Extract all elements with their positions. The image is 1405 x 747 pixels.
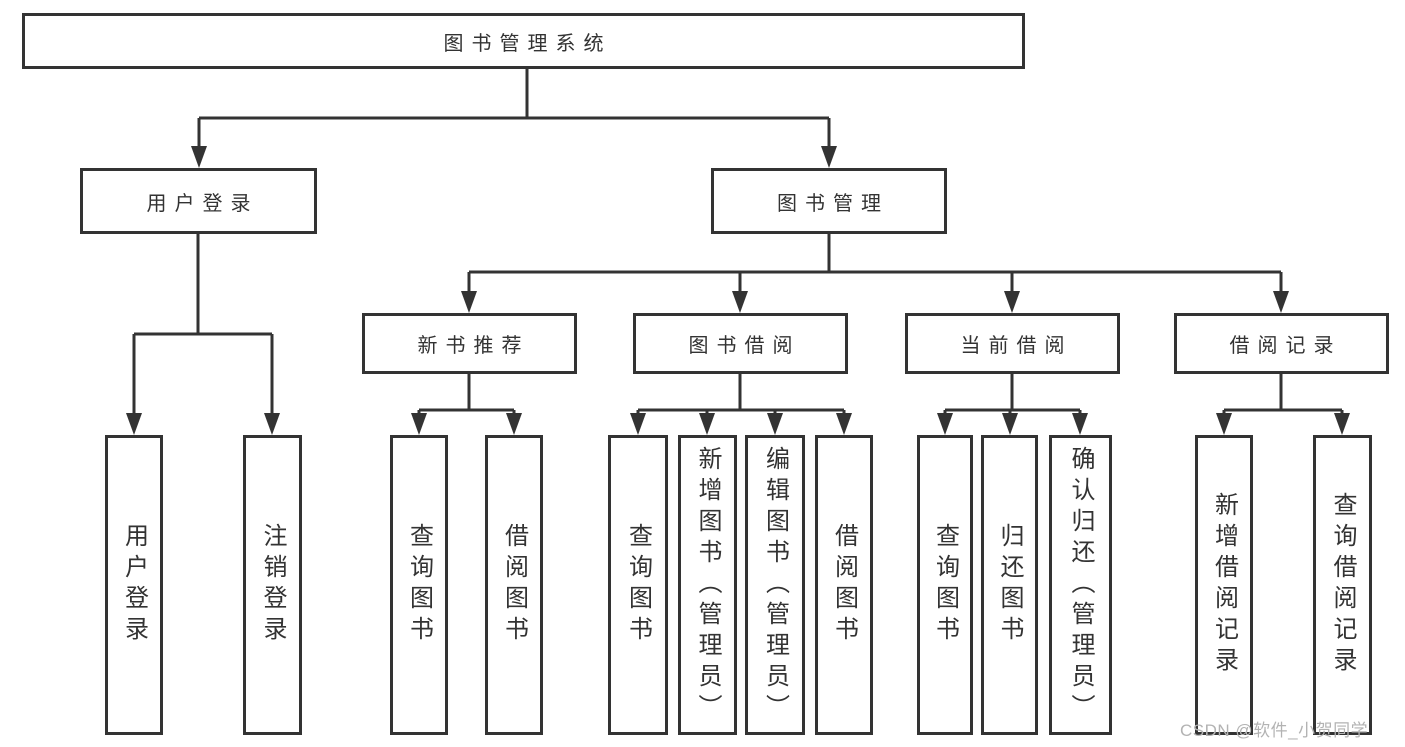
node-current-borrow-label: 当前借阅 bbox=[960, 335, 1073, 357]
leaf-recommend-borrow-books: 借阅图书 bbox=[485, 435, 543, 735]
connector-new-book-recommend bbox=[417, 374, 516, 416]
leaf-borrow-add-books-admin-label: 新增图书（管理员） bbox=[694, 445, 721, 725]
leaf-user-login: 用户登录 bbox=[105, 435, 163, 735]
leaf-current-return-books-label: 归还图书 bbox=[996, 523, 1023, 647]
leaf-borrow-borrow-books-label: 借阅图书 bbox=[830, 523, 858, 647]
arrowheads-book-borrow bbox=[630, 413, 852, 435]
connector-root bbox=[197, 68, 831, 148]
leaf-borrow-borrow-books: 借阅图书 bbox=[815, 435, 873, 735]
leaf-records-query-record-label: 查询借阅记录 bbox=[1329, 492, 1356, 678]
leaf-logout-label: 注销登录 bbox=[259, 523, 286, 647]
connector-borrow-records bbox=[1222, 374, 1344, 416]
connector-book-borrow bbox=[636, 374, 846, 416]
node-book-borrow-label: 图书借阅 bbox=[688, 335, 801, 357]
node-book-borrow: 图书借阅 bbox=[633, 313, 848, 374]
leaf-borrow-edit-books-admin: 编辑图书（管理员） bbox=[745, 435, 805, 735]
leaf-borrow-add-books-admin: 新增图书（管理员） bbox=[678, 435, 737, 735]
leaf-current-confirm-return-admin: 确认归还（管理员） bbox=[1049, 435, 1112, 735]
leaf-recommend-query-books: 查询图书 bbox=[390, 435, 448, 735]
leaf-borrow-query-books-label: 查询图书 bbox=[624, 523, 652, 647]
arrowheads-book-management bbox=[461, 291, 1289, 313]
leaf-recommend-query-books-label: 查询图书 bbox=[405, 523, 433, 647]
leaf-borrow-query-books: 查询图书 bbox=[608, 435, 668, 735]
leaf-user-login-label: 用户登录 bbox=[120, 523, 148, 647]
leaf-records-add-record-label: 新增借阅记录 bbox=[1210, 492, 1238, 678]
node-borrow-records-label: 借阅记录 bbox=[1229, 335, 1342, 357]
leaf-current-query-books: 查询图书 bbox=[917, 435, 973, 735]
node-current-borrow: 当前借阅 bbox=[905, 313, 1120, 374]
leaf-current-return-books: 归还图书 bbox=[981, 435, 1038, 735]
node-new-book-recommend: 新书推荐 bbox=[362, 313, 577, 374]
leaf-records-add-record: 新增借阅记录 bbox=[1195, 435, 1253, 735]
arrowheads-new-book-recommend bbox=[411, 413, 522, 435]
arrowheads-borrow-records bbox=[1216, 413, 1350, 435]
node-new-book-recommend-label: 新书推荐 bbox=[417, 335, 530, 357]
leaf-logout: 注销登录 bbox=[243, 435, 302, 735]
connector-current-borrow bbox=[943, 374, 1082, 416]
leaf-current-query-books-label: 查询图书 bbox=[931, 523, 959, 647]
leaf-records-query-record: 查询借阅记录 bbox=[1313, 435, 1372, 735]
connector-user-login bbox=[132, 234, 274, 416]
node-book-management: 图书管理 bbox=[711, 168, 947, 234]
arrowheads-current-borrow bbox=[937, 413, 1088, 435]
node-borrow-records: 借阅记录 bbox=[1174, 313, 1389, 374]
leaf-recommend-borrow-books-label: 借阅图书 bbox=[500, 523, 528, 647]
arrowheads-user-login bbox=[126, 413, 280, 435]
node-book-management-label: 图书管理 bbox=[777, 192, 889, 215]
node-root-label: 图书管理系统 bbox=[443, 32, 612, 55]
node-user-login-label: 用户登录 bbox=[146, 192, 259, 215]
watermark: CSDN @软件_小贺同学 bbox=[1180, 721, 1369, 740]
node-user-login: 用户登录 bbox=[80, 168, 317, 234]
connector-book-management bbox=[467, 234, 1283, 293]
leaf-borrow-edit-books-admin-label: 编辑图书（管理员） bbox=[761, 445, 789, 725]
arrowheads-root bbox=[191, 146, 837, 168]
node-root: 图书管理系统 bbox=[22, 13, 1025, 69]
leaf-current-confirm-return-admin-label: 确认归还（管理员） bbox=[1067, 445, 1094, 725]
